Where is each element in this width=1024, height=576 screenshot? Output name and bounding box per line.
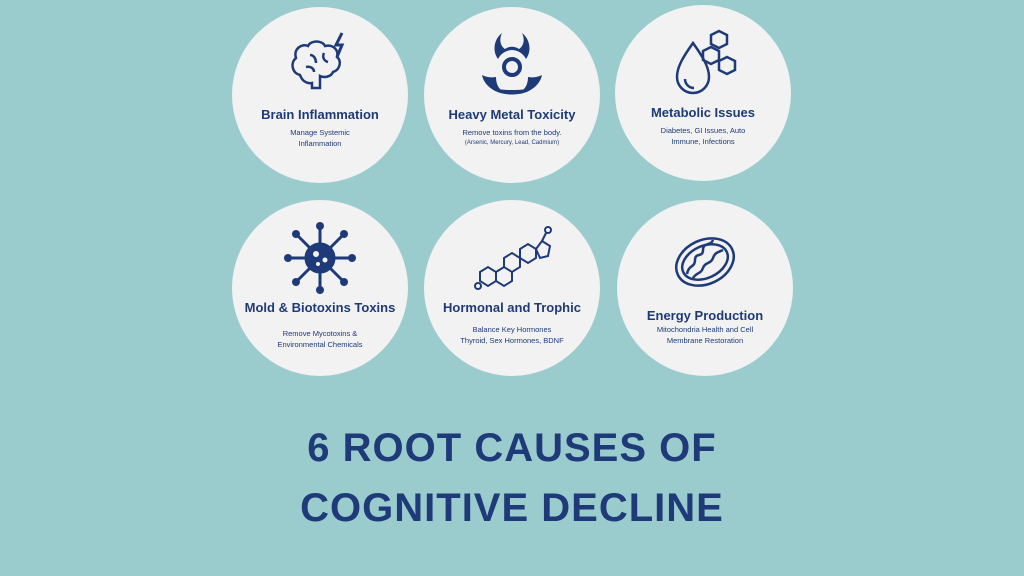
drop-sugar-cubes-icon	[675, 29, 737, 95]
card-energy-production: Energy Production Mitochondria Health an…	[617, 200, 793, 376]
biohazard-icon	[482, 33, 542, 95]
card-title: Brain Inflammation	[261, 107, 379, 122]
card-description: Remove toxins from the body.(Arsenic, Me…	[462, 128, 562, 146]
virus-icon	[284, 222, 356, 294]
card-hormonal-trophic: Hormonal and Trophic Balance Key Hormone…	[424, 200, 600, 376]
headline-line-1: 6 ROOT CAUSES OF	[307, 426, 717, 470]
steroid-molecule-icon	[474, 226, 552, 290]
card-mold-biotoxins: Mold & Biotoxins Toxins Remove Mycotoxin…	[232, 200, 408, 376]
headline-line-2: COGNITIVE DECLINE	[300, 486, 724, 530]
card-heavy-metal-toxicity: Heavy Metal Toxicity Remove toxins from …	[424, 7, 600, 183]
card-metabolic-issues: Metabolic Issues Diabetes, GI Issues, Au…	[615, 5, 791, 181]
brain-lightning-icon	[291, 32, 345, 90]
mitochondria-icon	[675, 237, 735, 287]
card-description: Remove Mycotoxins &Environmental Chemica…	[277, 329, 363, 349]
card-title: Mold & Biotoxins Toxins	[244, 300, 396, 315]
card-title: Hormonal and Trophic	[443, 300, 581, 315]
card-title: Heavy Metal Toxicity	[448, 107, 576, 122]
card-title: Energy Production	[646, 308, 764, 323]
card-title: Metabolic Issues	[650, 105, 756, 120]
